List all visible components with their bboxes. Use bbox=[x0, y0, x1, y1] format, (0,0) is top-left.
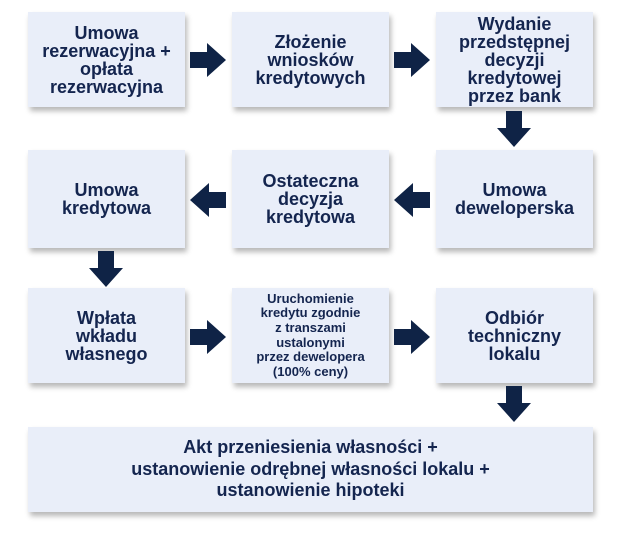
arrow-down-icon bbox=[89, 251, 123, 287]
arrow-left-icon bbox=[190, 183, 226, 217]
step-odbior-techniczny: Odbiór techniczny lokalu bbox=[436, 288, 593, 383]
step-umowa-deweloperska: Umowa deweloperska bbox=[436, 150, 593, 248]
arrow-down-icon bbox=[497, 386, 531, 422]
step-umowa-rezerwacyjna: Umowa rezerwacyjna + opłata rezerwacyjna bbox=[28, 12, 185, 107]
arrow-right-icon bbox=[394, 320, 430, 354]
step-wplata-wkladu: Wpłata wkładu własnego bbox=[28, 288, 185, 383]
arrow-right-icon bbox=[394, 43, 430, 77]
arrow-down-icon bbox=[497, 111, 531, 147]
arrow-right-icon bbox=[190, 320, 226, 354]
step-akt-przeniesienia: Akt przeniesienia własności + ustanowien… bbox=[28, 427, 593, 512]
step-wydanie-decyzji: Wydanie przedstępnej decyzji kredytowej … bbox=[436, 12, 593, 107]
step-ostateczna-decyzja: Ostateczna decyzja kredytowa bbox=[232, 150, 389, 248]
arrow-left-icon bbox=[394, 183, 430, 217]
step-zlozenie-wnioskow: Złożenie wniosków kredytowych bbox=[232, 12, 389, 107]
step-umowa-kredytowa: Umowa kredytowa bbox=[28, 150, 185, 248]
arrow-right-icon bbox=[190, 43, 226, 77]
step-uruchomienie-kredytu: Uruchomienie kredytu zgodnie z transzami… bbox=[232, 288, 389, 383]
